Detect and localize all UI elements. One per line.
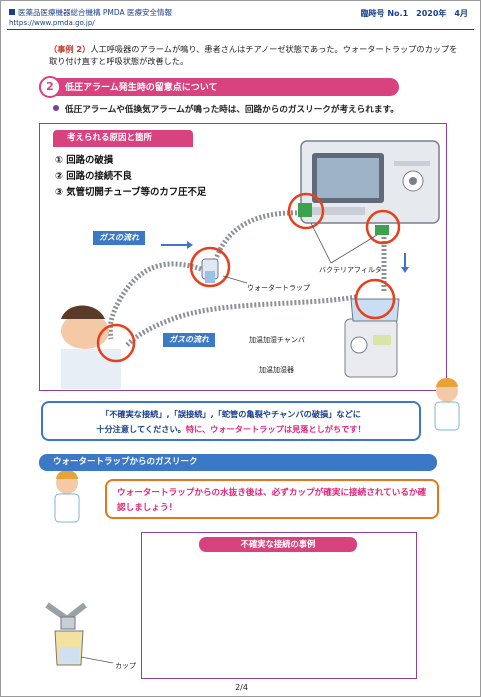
cause-item: ③ 気管切開チューブ等のカフ圧不足 [55, 187, 207, 198]
leader-line [330, 234, 378, 264]
leak-point-marker [96, 323, 136, 363]
header-org-text: 医薬品医療機器総合機構 PMDA 医療安全情報 [18, 8, 173, 17]
section-heading-bar [39, 78, 399, 96]
check-callout: ウォータートラップからの水抜き後は、必ずカップが確実に接続されているか確認しまし… [105, 479, 439, 519]
label-humidifier: 加温加湿器 [259, 366, 294, 374]
label-water-trap: ウォータートラップ [247, 284, 310, 292]
water-trap-cup-illustration [45, 602, 114, 666]
leak-point-marker [354, 278, 396, 320]
warning-callout: 「不確実な接続」,「誤接続」,「蛇管の亀裂やチャンバの破損」などに 十分注意して… [41, 401, 421, 441]
leader-line [310, 222, 332, 264]
humidifier-icon [344, 298, 400, 378]
label-bacteria-filter: バクテリアフィルタ [319, 266, 382, 274]
header-url[interactable]: https://www.pmda.go.jp/ [9, 19, 95, 27]
header-divider [7, 29, 474, 30]
square-bullet-icon [9, 9, 15, 15]
nurse-illustration [434, 378, 460, 431]
cause-item: ② 回路の接続不良 [55, 171, 132, 182]
arrow-head-icon [187, 241, 193, 249]
leader-line [222, 275, 248, 284]
header-issue: 臨時号 No.1 2020年 4月 [353, 8, 468, 19]
case-text: 人工呼吸器のアラームが鳴り、患者さんはチアノーゼ状態であった。ウォータートラップ… [49, 44, 458, 66]
key-point-text: 低圧アラームや低換気アラームが鳴った時は、回路からのガスリークが考えられます。 [65, 105, 399, 115]
case-tag: （事例 2） [49, 44, 91, 54]
cause-item: ① 回路の破損 [55, 155, 114, 166]
patient-icon [61, 305, 121, 389]
nurse-illustration [54, 470, 80, 523]
subsection-heading: ウォータートラップからのガスリーク [39, 454, 437, 471]
causes-heading: 考えられる原因と箇所 [53, 130, 193, 147]
example-heading: 不確実な接続の事例 [199, 537, 357, 552]
key-point: 低圧アラームや低換気アラームが鳴った時は、回路からのガスリークが考えられます。 [53, 103, 399, 115]
case-description: （事例 2）人工呼吸器のアラームが鳴り、患者さんはチアノーゼ状態であった。ウォー… [49, 43, 459, 67]
filter-icon [375, 225, 389, 235]
arrow-head-icon [401, 267, 409, 273]
callout-warning-text: 特に、ウォータートラップは見落としがちです！ [185, 424, 366, 434]
water-trap-icon [201, 258, 219, 283]
issue-number: 臨時号 No.1 [360, 9, 409, 18]
callout-line-2-text: 十分注意してください。 [96, 424, 186, 434]
gas-flow-label: ガスの流れ [163, 333, 215, 347]
issue-year: 2020年 [416, 9, 447, 18]
bullet-dot-icon [53, 105, 59, 111]
ventilator-icon [300, 140, 440, 224]
cup-label: カップ [115, 662, 136, 670]
issue-month: 4月 [454, 9, 468, 18]
section-number-badge: 2 [39, 76, 61, 98]
leak-point-marker [365, 209, 401, 245]
example-frame [141, 532, 417, 679]
causes-list: ① 回路の破損 ② 回路の接続不良 ③ 気管切開チューブ等のカフ圧不足 [55, 153, 206, 201]
leak-point-marker [189, 246, 231, 288]
gas-flow-label: ガスの流れ [93, 231, 145, 245]
section-title: 低圧アラーム発生時の留意点について [65, 83, 218, 93]
filter-icon [298, 203, 312, 217]
leak-point-marker [287, 192, 325, 230]
callout-line-1: 「不確実な接続」,「誤接続」,「蛇管の亀裂やチャンバの破損」などに [101, 409, 361, 419]
header-org: 医薬品医療機器総合機構 PMDA 医療安全情報 [9, 8, 172, 18]
page-number: 2/4 [235, 683, 248, 692]
label-chamber: 加温加湿チャンバ [249, 336, 305, 344]
callout-line-2: 十分注意してください。特に、ウォータートラップは見落としがちです！ [43, 422, 419, 437]
